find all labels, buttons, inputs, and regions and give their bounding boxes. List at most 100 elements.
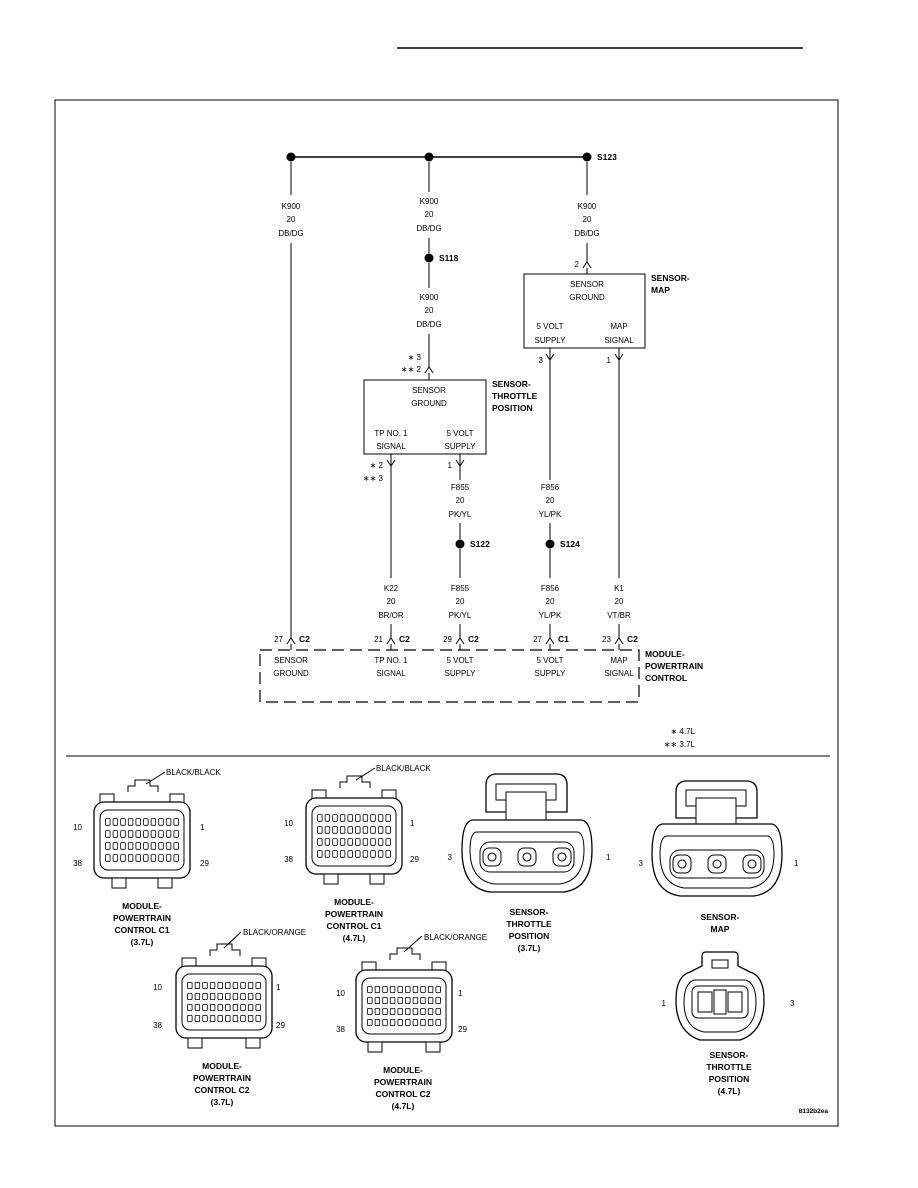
terminal-cavity: [362, 850, 369, 858]
terminal-cavity: [427, 997, 434, 1005]
terminal-cavity: [427, 986, 434, 994]
connector-foot: [369, 873, 385, 885]
pin-label: 3: [539, 356, 544, 365]
connector-title: CONTROL C2: [194, 1085, 249, 1095]
wire-label: 20: [583, 215, 592, 224]
wire-label: 20: [546, 496, 555, 505]
connector-face: [181, 973, 267, 1031]
map-sensor-title: MAP: [651, 285, 670, 295]
terminal-cavity: [105, 830, 111, 838]
terminal-cavity: [209, 1004, 216, 1012]
terminal-symbol: [614, 637, 624, 645]
connector-title: MODULE-: [383, 1065, 423, 1075]
terminal-cavity: [217, 1015, 223, 1023]
figure-id: 8132b2ea: [799, 1108, 829, 1115]
terminal-cavity: [347, 838, 353, 846]
terminal-cavity: [355, 826, 361, 834]
terminal-cavity: [370, 814, 376, 822]
wire-label: F856: [541, 483, 560, 492]
terminal-cavity: [232, 1004, 239, 1012]
cell-label: MAP: [610, 656, 627, 665]
connector-tps-47: 1 3 SENSOR- THROTTLE POSITION (4.7L): [662, 951, 795, 1096]
terminal-cavity: [382, 986, 388, 994]
terminal-cavity: [405, 1019, 411, 1027]
pin-number: 38: [336, 1025, 345, 1034]
pin-number: 10: [284, 819, 293, 828]
splice-node-s123: [582, 152, 592, 162]
terminal-cavity: [202, 982, 208, 990]
wire-label: K900: [578, 202, 597, 211]
wire-label: F856: [541, 584, 560, 593]
terminal-cavity: [370, 850, 376, 858]
tp-signal-label: SIGNAL: [376, 442, 406, 451]
pcm-box: [259, 649, 640, 703]
terminal-cavity: [202, 1015, 208, 1023]
terminal-cavity: [143, 842, 149, 850]
terminal-symbol: [582, 261, 592, 269]
terminal-cavity: [420, 1008, 426, 1016]
wire-label: 20: [387, 597, 396, 606]
terminal-cavity: [420, 986, 426, 994]
tp-signal-label: TP NO. 1: [374, 429, 408, 438]
pcm-cell-tp-supply: 29 C2 5 VOLT SUPPLY: [443, 634, 479, 678]
terminal-cavity: [247, 1015, 254, 1023]
pin-number: 29: [276, 1021, 285, 1030]
terminal-cavity: [135, 818, 141, 826]
terminal-cavity: [389, 1019, 396, 1027]
pin-number: 29: [458, 1025, 467, 1034]
cell-label: SUPPLY: [445, 669, 477, 678]
pin-number: 1: [200, 823, 205, 832]
terminal-cavity: [377, 826, 384, 834]
terminal-cavity: [232, 982, 239, 990]
connector-title: MODULE-: [122, 901, 162, 911]
terminal-cavity: [339, 826, 346, 834]
connector-lock: [505, 791, 547, 823]
terminal-cavity: [367, 997, 373, 1005]
terminal-cavity: [240, 1015, 246, 1023]
pin-number: 1: [794, 859, 799, 868]
terminal-cavity: [412, 1008, 419, 1016]
map-signal-label: SIGNAL: [604, 336, 634, 345]
terminal-cavity: [435, 1019, 441, 1027]
terminal-grid: [367, 986, 441, 1027]
splice-node-s122: [455, 539, 465, 549]
terminal-cavity: [374, 1008, 381, 1016]
terminal-cavity: [397, 1008, 403, 1016]
terminal-cavity: [209, 1015, 216, 1023]
connector-title: (3.7L): [131, 937, 154, 947]
terminal-cavity: [135, 854, 141, 862]
pcm-cell-tp-signal: 21 C2 TP NO. 1 SIGNAL: [374, 634, 410, 678]
connector-title: MODULE-: [202, 1061, 242, 1071]
connector-title: SENSOR-: [701, 912, 740, 922]
terminal-cavity: [173, 818, 179, 826]
connector-title: CONTROL C1: [326, 921, 381, 931]
terminal-cavity: [355, 814, 361, 822]
legend-37: ∗∗ 3.7L: [664, 740, 696, 749]
terminal-cavity: [385, 826, 391, 834]
terminal-cavity: [120, 854, 126, 862]
terminal-cavity: [135, 842, 141, 850]
wire-label: PK/YL: [449, 611, 472, 620]
wire-label: YL/PK: [539, 611, 562, 620]
terminal-cavity: [127, 830, 134, 838]
terminal-cavity: [255, 993, 261, 1001]
terminal-cavity: [427, 1008, 434, 1016]
wire-label: DB/DG: [416, 224, 441, 233]
pin-number: 10: [153, 983, 162, 992]
terminal-cavity: [240, 1004, 246, 1012]
connector-title: THROTTLE: [706, 1062, 752, 1072]
terminal-grid: [187, 982, 261, 1023]
terminal-cavity: [370, 826, 376, 834]
terminal-cavity: [385, 838, 391, 846]
connector-foot: [245, 1037, 261, 1049]
wire-label: BR/OR: [378, 611, 404, 620]
connector-title: POWERTRAIN: [113, 913, 171, 923]
terminal-cavity: [165, 818, 172, 826]
connector-title: POWERTRAIN: [193, 1073, 251, 1083]
terminal-cavity: [377, 850, 384, 858]
connector-color: BLACK/ORANGE: [424, 933, 487, 942]
wire-label: F855: [451, 483, 470, 492]
terminal-pin: [747, 859, 757, 869]
connector-title: SENSOR-: [510, 907, 549, 917]
pcm-title: CONTROL: [645, 673, 687, 683]
